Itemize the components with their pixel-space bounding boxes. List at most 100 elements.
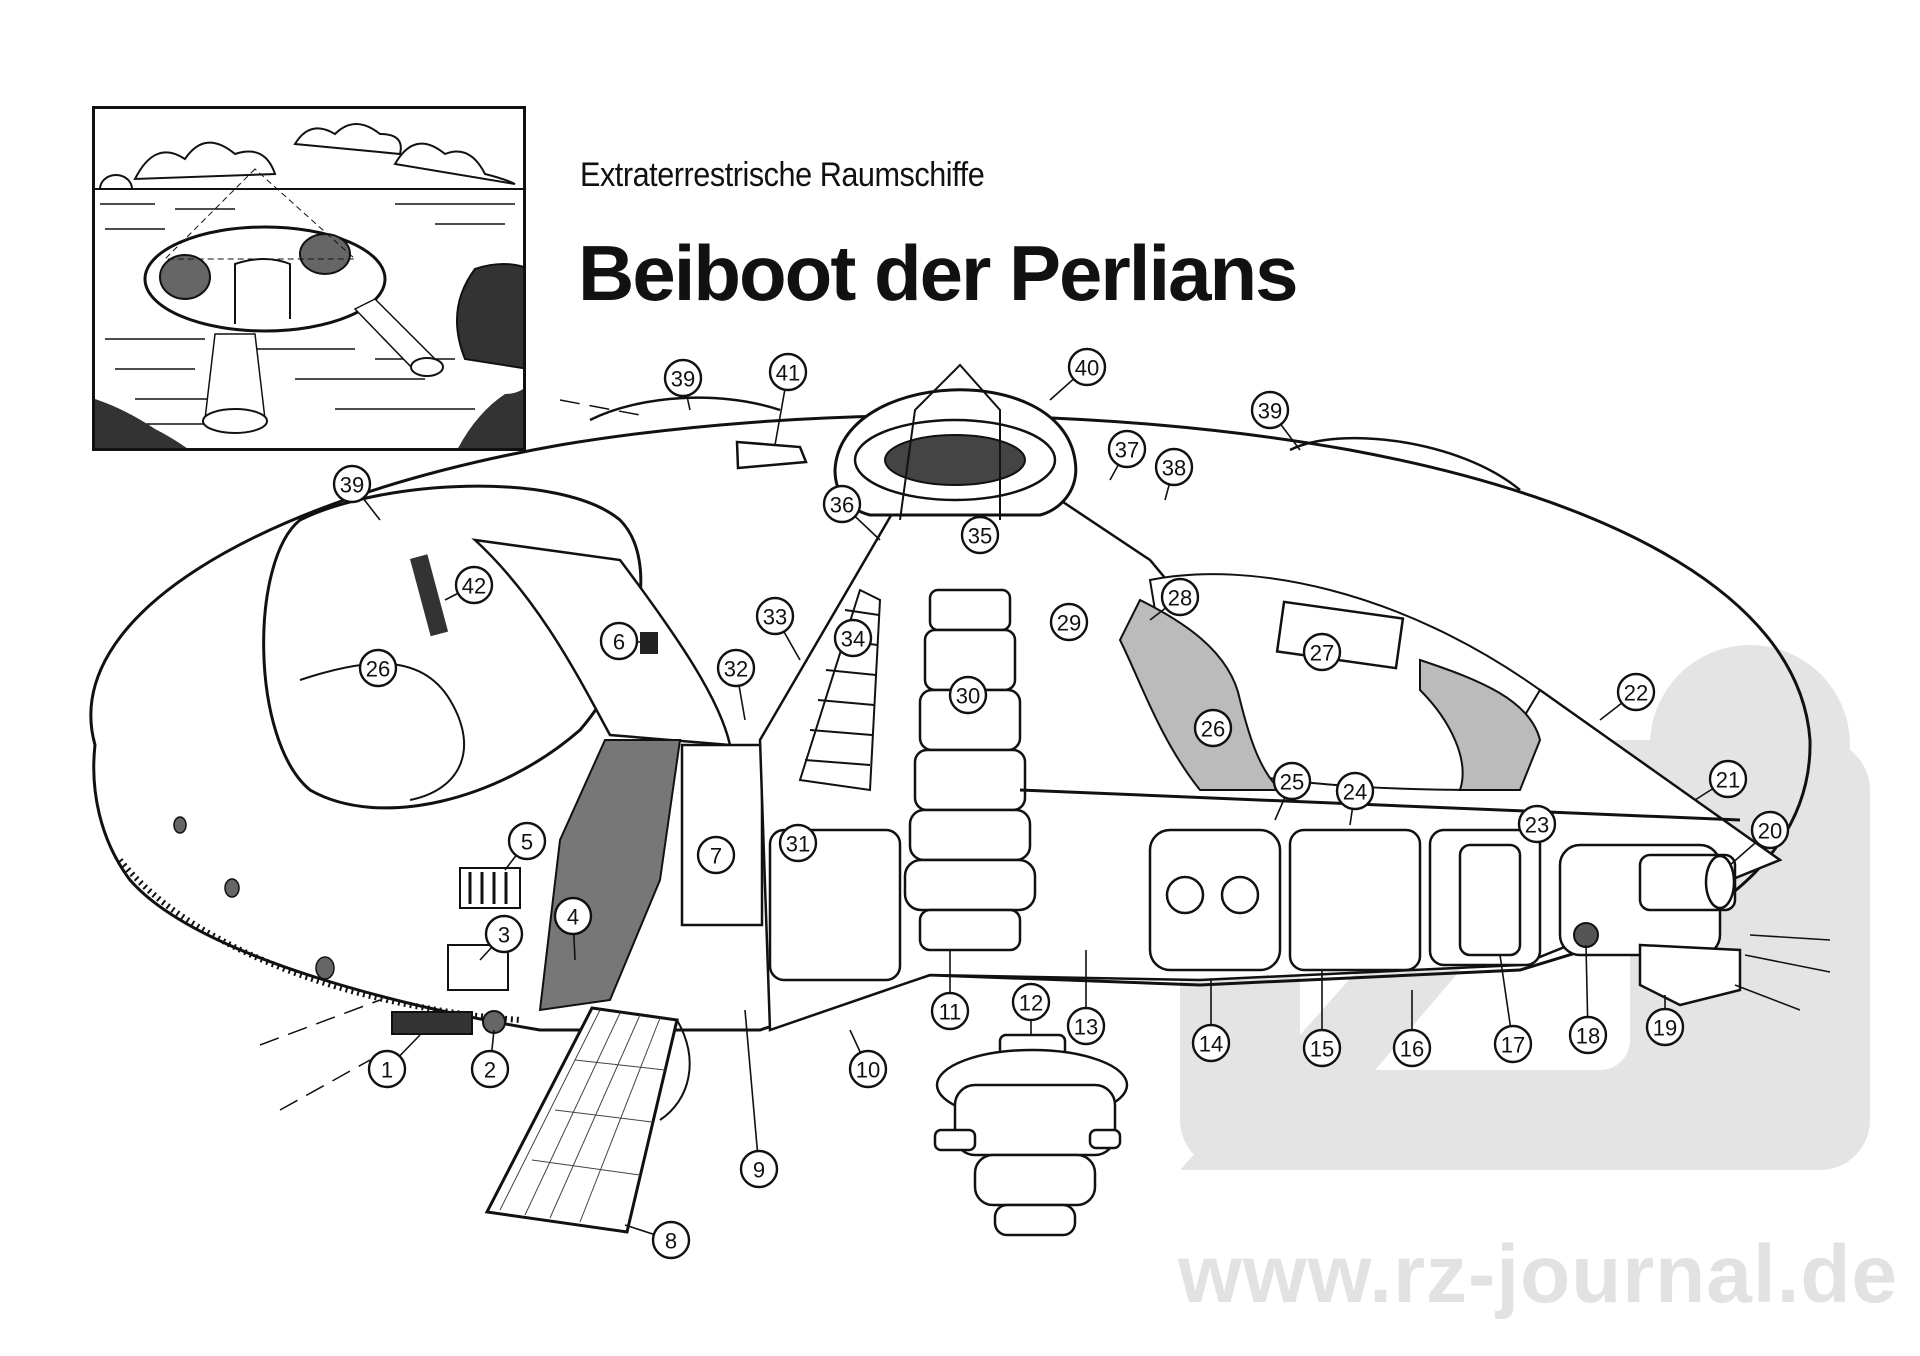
- callout-31: 31: [778, 823, 818, 863]
- nozzle-18: [1573, 922, 1599, 948]
- callout-circle: [599, 621, 639, 661]
- callout-circle: [1302, 632, 1342, 672]
- callout-41: 41: [768, 352, 808, 392]
- callout-circle: [1011, 982, 1051, 1022]
- callout-circle: [768, 352, 808, 392]
- callout-14: 14: [1191, 1023, 1231, 1063]
- callout-30: 30: [948, 675, 988, 715]
- callout-number: 6: [613, 630, 625, 655]
- left-pod-seat: [299, 662, 466, 801]
- callout-number: 39: [1258, 399, 1282, 424]
- callout-number: 37: [1115, 438, 1139, 463]
- callout-circle: [1645, 1007, 1685, 1047]
- callout-7: 7: [696, 835, 736, 875]
- hull-portholes: [173, 816, 335, 980]
- callout-circle: [1568, 1015, 1608, 1055]
- callout-circle: [739, 1149, 779, 1189]
- callout-circle: [484, 914, 524, 954]
- callout-number: 21: [1716, 768, 1740, 793]
- cloud: [393, 142, 516, 185]
- callout-10: 10: [848, 1049, 888, 1089]
- callout-32: 32: [716, 648, 756, 688]
- callout-number: 39: [671, 367, 695, 392]
- lounge-seat-26: [1118, 598, 1283, 791]
- door-7: [680, 743, 764, 927]
- callout-circle: [1392, 1028, 1432, 1068]
- callout-29: 29: [1049, 602, 1089, 642]
- series-subtitle: Extraterrestrische Raumschiffe: [580, 156, 985, 194]
- callout-8: 8: [651, 1220, 691, 1260]
- callout-17: 17: [1493, 1024, 1533, 1064]
- ramp-mesh: [499, 1009, 666, 1223]
- callout-22: 22: [1616, 672, 1656, 712]
- callout-number: 24: [1343, 780, 1367, 805]
- callout-3: 3: [484, 914, 524, 954]
- callout-number: 39: [340, 473, 364, 498]
- callout-number: 31: [786, 832, 810, 857]
- callout-1: 1: [367, 1049, 407, 1089]
- callout-16: 16: [1392, 1028, 1432, 1068]
- callout-number: 16: [1400, 1037, 1424, 1062]
- callout-number: 22: [1624, 681, 1648, 706]
- inset-scene: [95, 123, 523, 448]
- callout-number: 7: [710, 844, 722, 869]
- callout-circle: [1517, 804, 1557, 844]
- callout-24: 24: [1335, 771, 1375, 811]
- entrance-wall: [538, 739, 682, 1012]
- callout-34: 34: [833, 618, 873, 658]
- callout-40: 40: [1067, 347, 1107, 387]
- callout-23: 23: [1517, 804, 1557, 844]
- callout-number: 13: [1074, 1015, 1098, 1040]
- panel-1: [391, 1011, 473, 1035]
- sun: [98, 174, 134, 190]
- callout-13: 13: [1066, 1006, 1106, 1046]
- callout-circle: [1335, 771, 1375, 811]
- callout-18: 18: [1568, 1015, 1608, 1055]
- callout-circle: [696, 835, 736, 875]
- module-12: [933, 1033, 1129, 1237]
- callout-circle: [553, 896, 593, 936]
- panel-6: [640, 632, 658, 654]
- callout-26: 26: [358, 648, 398, 688]
- watermark-url: www.rz-journal.de: [1178, 1229, 1899, 1320]
- callout-number: 38: [1162, 456, 1186, 481]
- callout-circle: [822, 484, 862, 524]
- callout-number: 28: [1168, 586, 1192, 611]
- callout-15: 15: [1302, 1028, 1342, 1068]
- inset-rock: [95, 399, 187, 448]
- callout-28: 28: [1160, 577, 1200, 617]
- callout-number: 19: [1653, 1016, 1677, 1041]
- callout-circle: [470, 1049, 510, 1089]
- callout-9: 9: [739, 1149, 779, 1189]
- callout-circle: [1750, 810, 1790, 850]
- motion-lines: [259, 399, 641, 1111]
- callout-37: 37: [1107, 429, 1147, 469]
- callout-circle: [454, 565, 494, 605]
- callout-number: 15: [1310, 1037, 1334, 1062]
- deck-line: [1019, 788, 1741, 822]
- callout-number: 4: [567, 905, 579, 930]
- callout-number: 35: [968, 524, 992, 549]
- callout-number: 11: [939, 1000, 962, 1025]
- callout-12: 12: [1011, 982, 1051, 1022]
- unit-14a: [1165, 875, 1205, 915]
- unit-14b: [1220, 875, 1260, 915]
- callout-number: 10: [856, 1058, 880, 1083]
- callout-number: 23: [1525, 813, 1549, 838]
- callout-35: 35: [960, 515, 1000, 555]
- hatch-3: [447, 944, 509, 991]
- callout-number: 32: [724, 657, 748, 682]
- port-2: [482, 1010, 506, 1034]
- callout-circle: [1272, 761, 1312, 801]
- callout-number: 3: [498, 923, 510, 948]
- inset-rock: [456, 263, 523, 370]
- callout-circle: [1154, 447, 1194, 487]
- callout-2: 2: [470, 1049, 510, 1089]
- callout-number: 30: [956, 684, 980, 709]
- panel-42: [409, 554, 449, 637]
- callout-circle: [755, 596, 795, 636]
- unit-19: [1638, 943, 1742, 1007]
- callout-circle: [1708, 759, 1748, 799]
- exhaust-lines: [1734, 934, 1831, 1011]
- callout-number: 1: [381, 1058, 393, 1083]
